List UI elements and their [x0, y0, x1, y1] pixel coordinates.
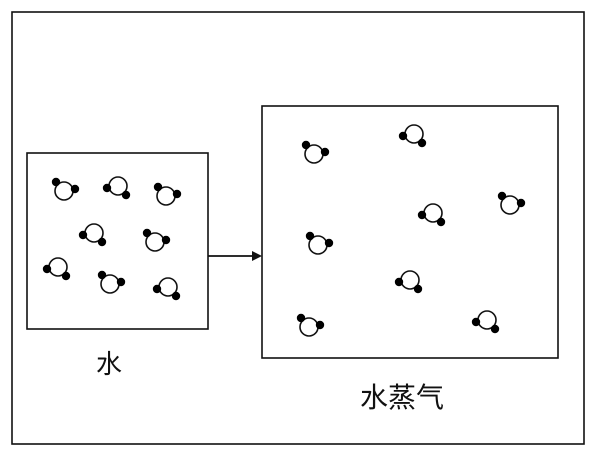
vapor-molecules	[295, 124, 527, 337]
water-molecule	[41, 257, 71, 282]
water-molecule	[152, 277, 181, 302]
vapor-molecule	[300, 140, 331, 164]
water-box	[26, 152, 209, 330]
vapor-box	[261, 105, 559, 359]
vapor-molecule	[416, 203, 447, 227]
water-molecules	[41, 176, 182, 302]
outer-frame	[11, 11, 585, 445]
water-vapor-label: 水蒸气	[360, 381, 445, 414]
water-molecule	[78, 223, 107, 247]
water-molecule	[153, 182, 182, 206]
vapor-molecule	[470, 310, 501, 335]
vapor-molecule	[295, 312, 326, 337]
water-label: 水	[96, 350, 123, 380]
water-molecule	[97, 269, 126, 294]
vapor-molecule	[393, 270, 424, 295]
water-molecule	[102, 176, 131, 200]
vapor-molecule	[304, 231, 335, 255]
water-molecule	[142, 228, 171, 252]
vapor-molecule	[397, 124, 428, 148]
water-molecule	[50, 177, 80, 201]
vapor-molecule	[496, 191, 527, 215]
